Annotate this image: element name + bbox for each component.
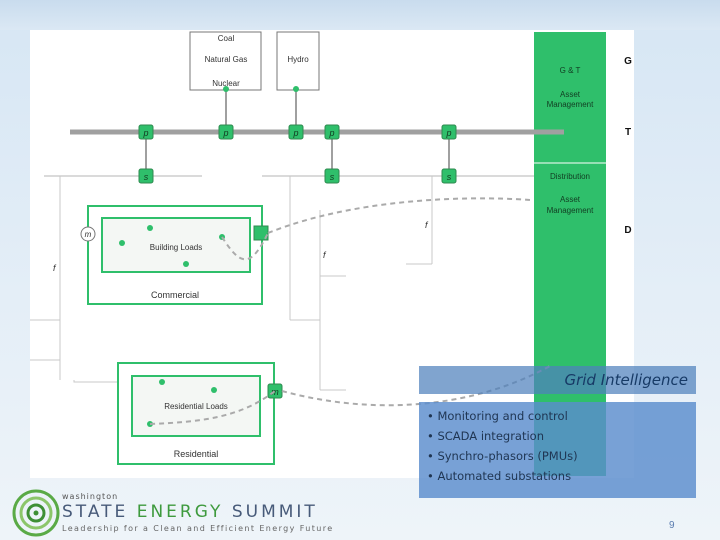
label-hydro: Hydro — [287, 55, 309, 64]
comm-path-commercial — [267, 197, 531, 234]
list-item: Synchro-phasors (PMUs) — [427, 446, 696, 466]
footer-branding: washington STATE ENERGY SUMMIT Leadershi… — [62, 492, 334, 533]
label-gt-asset: Asset — [560, 90, 581, 99]
svg-text:s: s — [330, 172, 335, 182]
gen-node-1 — [223, 86, 229, 92]
label-residential-loads: Residential Loads — [164, 402, 228, 411]
spiral-logo-icon — [12, 489, 60, 537]
commercial-load-1 — [119, 240, 125, 246]
label-distribution: Distribution — [550, 172, 590, 181]
label-g: G — [624, 56, 632, 67]
page-number: 9 — [669, 520, 675, 531]
org-word-summit: SUMMIT — [231, 502, 318, 522]
label-dist-management: Management — [547, 206, 594, 215]
comm-path-building — [221, 232, 269, 261]
grid-intelligence-panel: Grid Intelligence Monitoring and control… — [419, 366, 696, 498]
node-s-2: s — [324, 168, 340, 184]
gen-node-2 — [293, 86, 299, 92]
svg-text:s: s — [144, 172, 149, 182]
label-commercial: Commercial — [151, 290, 199, 300]
svg-text:p: p — [328, 128, 334, 138]
svg-text:p: p — [292, 128, 298, 138]
list-item: SCADA integration — [427, 426, 696, 446]
residential-load-1 — [159, 379, 165, 385]
org-tagline: Leadership for a Clean and Efficient Ene… — [62, 524, 334, 533]
grid-intelligence-title: Grid Intelligence — [564, 371, 688, 389]
svg-text:s: s — [447, 172, 452, 182]
label-t: T — [625, 127, 631, 138]
node-s-1: s — [138, 168, 154, 184]
node-p-3: p — [288, 124, 304, 140]
list-item: Monitoring and control — [427, 406, 696, 426]
svg-text:p: p — [445, 128, 451, 138]
label-residential: Residential — [174, 449, 219, 459]
slide-top-band — [0, 0, 720, 30]
commercial-load-2 — [147, 225, 153, 231]
residential-inner-box — [131, 375, 261, 437]
label-gt: G & T — [560, 66, 581, 75]
label-f-middle: f — [323, 250, 327, 260]
label-f-left: f — [53, 263, 57, 273]
commercial-load-4 — [183, 261, 189, 267]
org-name-main: STATE ENERGY SUMMIT — [62, 502, 334, 522]
label-building-loads: Building Loads — [150, 243, 202, 252]
grid-intelligence-title-bar: Grid Intelligence — [419, 366, 696, 394]
org-name-small: washington — [62, 492, 119, 501]
grid-intelligence-list: Monitoring and control SCADA integration… — [419, 402, 696, 486]
commercial-inner-box — [101, 217, 251, 273]
commercial-meter-node — [80, 226, 96, 242]
node-p-5: p — [441, 124, 457, 140]
label-nuclear: Nuclear — [212, 79, 240, 88]
svg-text:p: p — [222, 128, 228, 138]
node-s-3: s — [441, 168, 457, 184]
label-coal: Coal — [218, 34, 235, 43]
commercial-meter-letter: m — [85, 230, 92, 239]
node-p-1: p — [138, 124, 154, 140]
diagram-canvas: Coal Natural Gas Nuclear Hydro G & T Ass… — [30, 30, 634, 478]
generation-box-thermal — [189, 31, 262, 91]
comm-path-residential-loads — [149, 390, 276, 425]
residential-meter-letter: m — [271, 387, 279, 397]
residential-load-2 — [211, 387, 217, 393]
label-f-right: f — [425, 220, 429, 230]
label-d: D — [624, 225, 631, 236]
org-word-energy: ENERGY — [136, 502, 224, 522]
label-gt-management: Management — [547, 100, 594, 109]
label-dist-asset: Asset — [560, 195, 581, 204]
comm-path-residential — [281, 365, 551, 407]
grid-intelligence-body: Monitoring and control SCADA integration… — [419, 402, 696, 498]
node-p-2: p — [218, 124, 234, 140]
node-p-4: p — [324, 124, 340, 140]
svg-text:p: p — [142, 128, 148, 138]
list-item: Automated substations — [427, 466, 696, 486]
org-word-state: STATE — [62, 502, 129, 522]
label-natural-gas: Natural Gas — [205, 55, 248, 64]
